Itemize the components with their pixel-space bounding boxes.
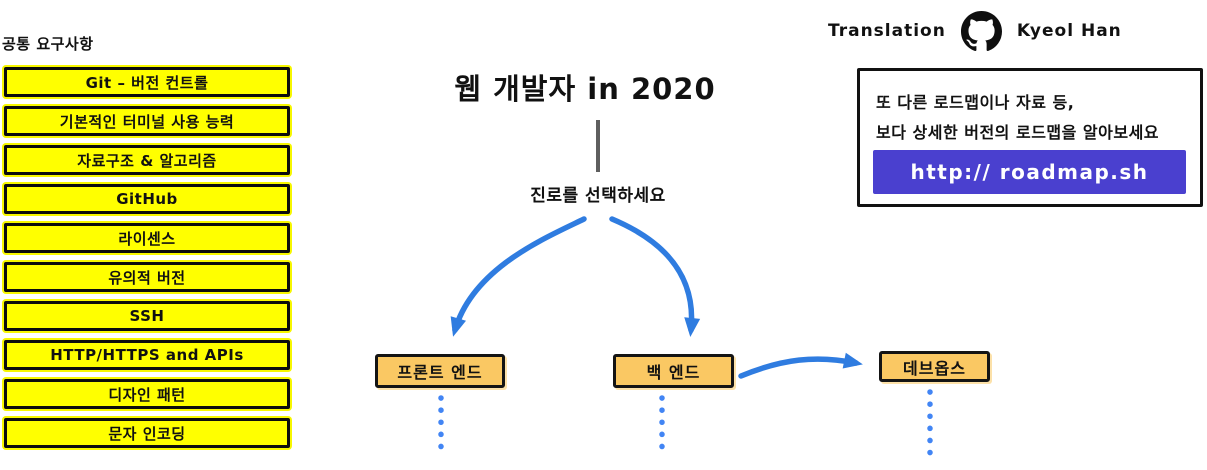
translation-label: Translation: [828, 21, 946, 41]
page-title: 웹 개발자 in 2020: [454, 72, 716, 106]
common-requirements-heading: 공통 요구사항: [2, 35, 94, 53]
info-text-line1: 또 다른 로드맵이나 자료 등,: [876, 93, 1075, 112]
arrow-to-backend: [609, 216, 701, 337]
translation-author[interactable]: Kyeol Han: [1016, 21, 1122, 41]
common-requirements-list: Git – 버전 컨트롤 기본적인 터미널 사용 능력 자료구조 & 알고리즘 …: [4, 67, 290, 448]
requirement-design-patterns: 디자인 패턴: [4, 379, 290, 409]
arrow-backend-to-devops: [738, 352, 863, 379]
node-backend: 백 엔드: [613, 354, 734, 388]
choose-path-prompt: 진로를 선택하세요: [530, 186, 666, 206]
node-frontend: 프론트 엔드: [375, 354, 505, 388]
github-icon[interactable]: [960, 10, 1002, 52]
node-devops: 데브옵스: [879, 351, 990, 382]
translation-credits: Translation Kyeol Han: [828, 10, 1122, 52]
requirement-git: Git – 버전 컨트롤: [4, 67, 290, 97]
info-text-line2: 보다 상세한 버전의 로드맵을 알아보세요: [876, 123, 1160, 142]
requirement-char-encoding: 문자 인코딩: [4, 418, 290, 448]
more-info-box: 또 다른 로드맵이나 자료 등, 보다 상세한 버전의 로드맵을 알아보세요 h…: [857, 68, 1203, 207]
requirement-license: 라이센스: [4, 223, 290, 253]
requirement-data-structures: 자료구조 & 알고리즘: [4, 145, 290, 175]
requirement-github: GitHub: [4, 184, 290, 214]
roadmap-url-button[interactable]: http:// roadmap.sh: [873, 150, 1186, 194]
requirement-ssh: SSH: [4, 301, 290, 331]
requirement-semver: 유의적 버전: [4, 262, 290, 292]
requirement-http-apis: HTTP/HTTPS and APIs: [4, 340, 290, 370]
arrow-to-frontend: [450, 216, 587, 337]
requirement-terminal: 기본적인 터미널 사용 능력: [4, 106, 290, 136]
